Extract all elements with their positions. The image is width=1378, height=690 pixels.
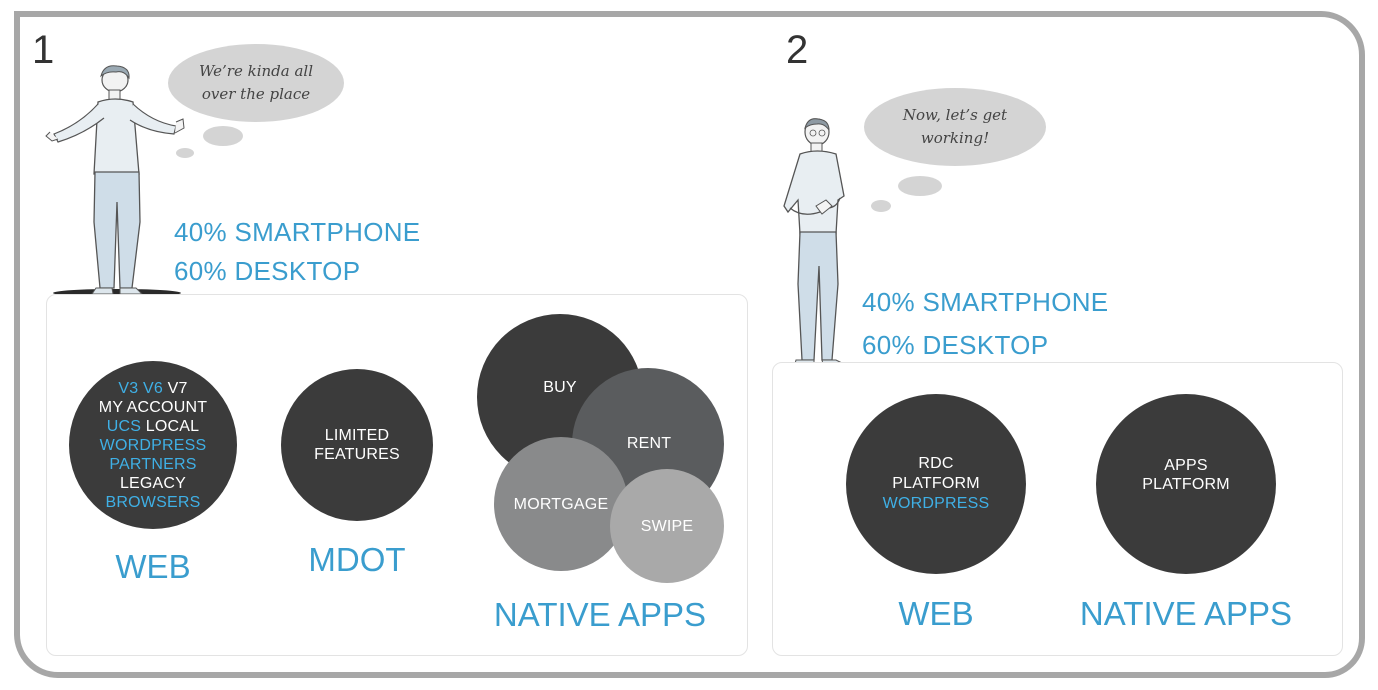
web-panel-2-line-1: RDC xyxy=(918,454,953,474)
thought-bubble-2: Now, let’s get working! xyxy=(864,88,1046,166)
panel-2-stat-smartphone: 40% SMARTPHONE xyxy=(862,287,1109,317)
web-panel-1-term: UCS xyxy=(106,417,146,435)
native-apps-caption-panel-1: NATIVE APPS xyxy=(493,596,707,633)
web-panel-1-term: V7 xyxy=(167,379,188,397)
web-panel-2-term: WORDPRESS xyxy=(882,495,990,512)
web-panel-2-term: RDC xyxy=(918,455,954,472)
mdot-caption: MDOT xyxy=(308,541,406,578)
mdot-line-2: FEATURES xyxy=(314,446,400,463)
panel-1-stat-smartphone: 40% SMARTPHONE xyxy=(174,217,421,247)
panel-1-number: 1 xyxy=(32,28,55,72)
web-panel-2-line-2: PLATFORM xyxy=(892,474,980,494)
apps-platform-circle: APPS PLATFORM xyxy=(1096,394,1276,574)
web-panel-1-term: LOCAL xyxy=(145,417,200,435)
buy-label: BUY xyxy=(543,379,577,396)
web-panel-1-line-3: UCS LOCAL xyxy=(107,417,200,436)
web-panel-1-line-5: PARTNERS xyxy=(109,455,196,474)
thought-puff-large xyxy=(203,126,243,146)
web-panel-1-line-1: V3 V6 V7 xyxy=(118,379,187,398)
panel-2-stat-desktop: 60% DESKTOP xyxy=(862,330,1049,360)
web-panel-1-term: WORDPRESS xyxy=(99,436,207,454)
web-panel-1-term: PARTNERS xyxy=(109,455,197,473)
web-panel-2-line-3: WORDPRESS xyxy=(883,494,990,514)
swipe-circle: SWIPE xyxy=(610,469,724,583)
thought-puff-small xyxy=(176,148,194,158)
thought-puff-large-2 xyxy=(898,176,942,196)
mortgage-circle: MORTGAGE xyxy=(494,437,628,571)
thought-2-line-2: working! xyxy=(920,129,990,147)
thought-bubble-1: We’re kinda all over the place xyxy=(168,44,344,122)
web-panel-2-term: PLATFORM xyxy=(892,475,980,492)
web-panel-1-term: V3 xyxy=(118,379,143,397)
web-caption-panel-2: WEB xyxy=(898,595,974,632)
apps-platform-line-1: APPS xyxy=(1164,457,1208,474)
web-panel-1-term: MY ACCOUNT xyxy=(98,398,208,416)
thought-1-line-1: We’re kinda all xyxy=(198,61,314,80)
panel-1-stat-desktop: 60% DESKTOP xyxy=(174,256,361,286)
web-panel-1-line-7: BROWSERS xyxy=(106,493,201,512)
web-panel-1-line-2: MY ACCOUNT xyxy=(99,398,207,417)
person-2-illustration xyxy=(783,118,853,369)
web-circle-panel-2: RDC PLATFORM WORDPRESS xyxy=(846,394,1026,574)
mdot-circle: LIMITED FEATURES xyxy=(281,369,433,521)
web-panel-1-term: LEGACY xyxy=(119,474,187,492)
apps-platform-line-2: PLATFORM xyxy=(1142,476,1230,493)
mdot-line-1: LIMITED xyxy=(324,427,390,444)
web-panel-1-term: BROWSERS xyxy=(105,493,201,511)
rent-label: RENT xyxy=(626,434,672,452)
panel-2-number: 2 xyxy=(786,28,809,72)
thought-2-line-1: Now, let’s get xyxy=(902,105,1008,124)
swipe-label: SWIPE xyxy=(640,517,694,535)
web-panel-1-term: V6 xyxy=(143,379,168,397)
mortgage-label: MORTGAGE xyxy=(513,495,609,513)
web-caption-panel-1: WEB xyxy=(115,548,191,585)
thought-1-line-2: over the place xyxy=(201,85,311,103)
native-apps-caption-panel-2: NATIVE APPS xyxy=(1079,595,1293,632)
web-panel-1-line-4: WORDPRESS xyxy=(100,436,207,455)
web-panel-1-line-6: LEGACY xyxy=(120,474,186,493)
thought-puff-small-2 xyxy=(871,200,891,212)
person-1-illustration xyxy=(45,65,185,297)
